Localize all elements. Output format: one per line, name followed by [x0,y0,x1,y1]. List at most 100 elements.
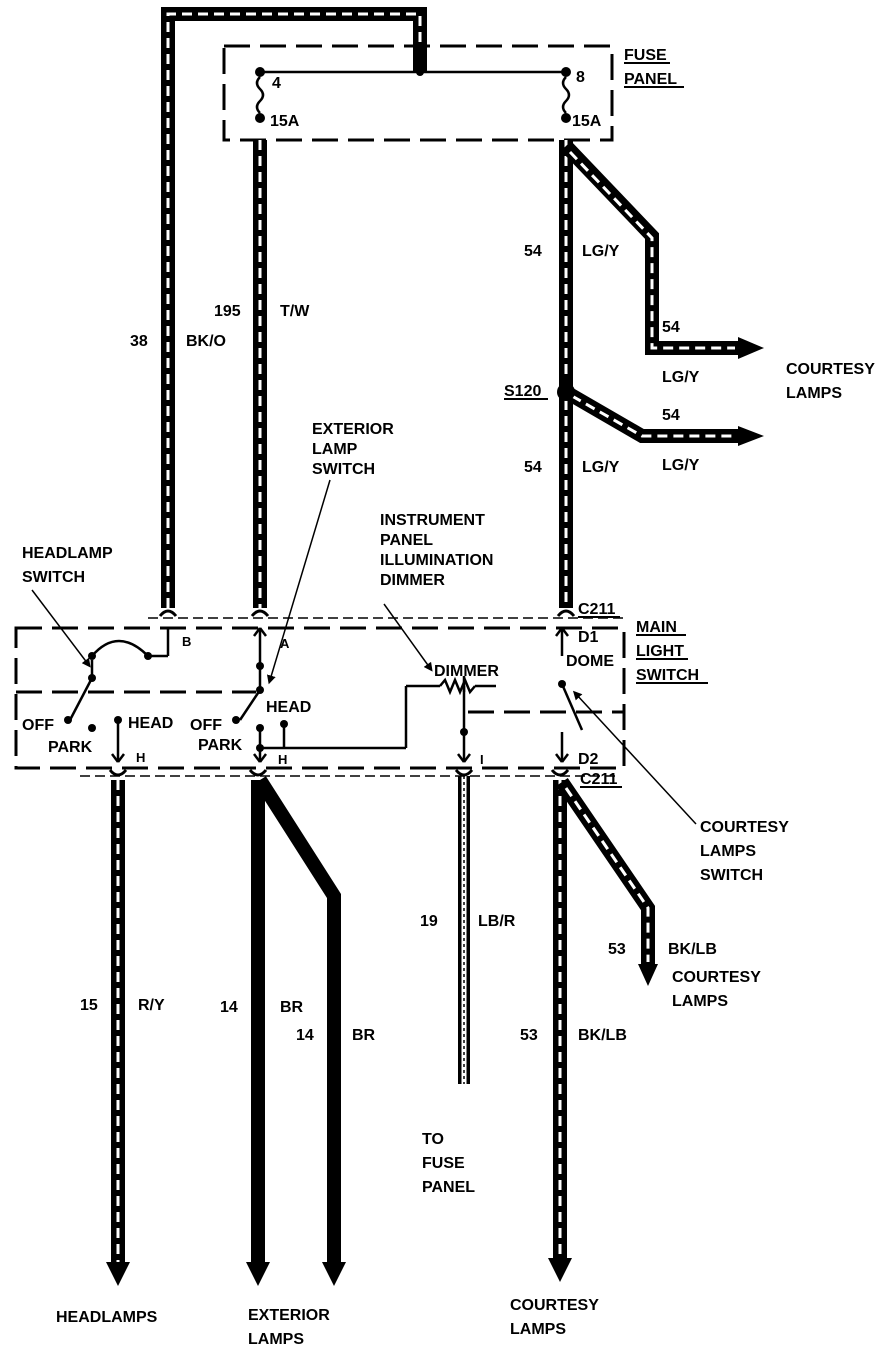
w54-branch2-color: LG/Y [662,457,700,474]
w54-top-color: LG/Y [582,243,620,260]
w53-branch-num: 53 [608,941,626,958]
fuse-8 [561,67,571,123]
connector-top-label: C211 [578,601,615,618]
w53-color: BK/LB [578,1027,627,1044]
w14b-color: BR [352,1027,376,1044]
connector-h-left-cap-icon [108,769,128,777]
arrow-exterior-a-icon [246,1262,270,1286]
wire-14-b [254,776,346,1286]
callout-headlamp-switch: HEADLAMP SWITCH [22,545,113,668]
connector-a-cap-icon [250,609,270,617]
wire-14-a [246,780,270,1286]
pin-d1: D1 [578,629,599,646]
callout-ip-dimmer-line1: INSTRUMENT [380,512,485,529]
w14a-color: BR [280,999,304,1016]
fuse-4 [255,67,265,123]
head-right-label: HEAD [266,699,311,716]
main-light-switch-border [14,626,626,770]
main-light-switch-title-1: MAIN [636,619,677,636]
fuse-4-symbol-icon [255,76,265,114]
fuse-8-symbol-icon [561,76,571,114]
dest-to-fuse-1: TO [422,1131,444,1148]
pin-d2: D2 [578,751,599,768]
arrow-courtesy-mid-icon [638,964,658,986]
callout-ip-dimmer-line2: PANEL [380,532,433,549]
connector-d2-cap-icon [550,769,570,777]
w14a-num: 14 [220,999,238,1016]
fuse-left-number: 4 [272,75,281,92]
w54-mid-color: LG/Y [582,459,620,476]
dest-exterior-1: EXTERIOR [248,1307,330,1324]
callout-courtesy-switch: COURTESY LAMPS SWITCH [572,690,789,884]
dest-to-fuse-2: FUSE [422,1155,465,1172]
off-right-label: OFF [190,717,222,734]
off-left-label: OFF [22,717,54,734]
fuse-left-rating: 15A [270,113,300,130]
dimmer-label: DIMMER [434,663,499,680]
dest-headlamps: HEADLAMPS [56,1309,158,1326]
callout-exterior-line3: SWITCH [312,461,375,478]
arrow-headlamps-icon [106,1262,130,1286]
callout-headlamp-switch-line2: SWITCH [22,569,85,586]
destinations: COURTESY LAMPS COURTESY LAMPS TO FUSE PA… [56,361,875,1346]
w54-branch1-color: LG/Y [662,369,700,386]
callout-exterior-leader [266,479,331,685]
w53-num: 53 [520,1027,538,1044]
connector-b-cap-icon [158,609,178,617]
callout-ip-dimmer-leader [383,603,433,672]
wire-54-branch-lower [562,385,764,446]
pin-a: A [280,636,290,651]
w38-num: 38 [130,333,148,350]
splice-label: S120 [504,383,541,400]
exterior-switch-blade [238,689,262,721]
callout-ip-dimmer-line3: ILLUMINATION [380,552,493,569]
pin-b: B [182,634,191,649]
w195-num: 195 [214,303,241,320]
dest-courtesy-bottom-1: COURTESY [510,1297,599,1314]
connector-bottom-label: C211 [580,771,617,788]
connector-i-cap-icon [454,769,474,777]
fuse-panel-title-1: FUSE [624,47,667,64]
park-left-label: PARK [48,739,93,756]
wire-labels: 38 BK/O 195 T/W 54 LG/Y 54 LG/Y 54 LG/Y … [80,243,717,1044]
splice-s120 [557,383,575,401]
arrow-exterior-b-icon [322,1262,346,1286]
dest-to-fuse-3: PANEL [422,1179,475,1196]
pin-i: I [480,752,484,767]
callout-courtesy-switch-leader [572,690,697,825]
connector-h-right-cap-icon [248,769,268,777]
fuse-right-number: 8 [576,69,585,86]
fuse-panel: 4 15A 8 15A FUSE PANEL [222,44,684,142]
w53-branch-color: BK/LB [668,941,717,958]
dest-courtesy-mid-2: LAMPS [672,993,728,1010]
park-right-label: PARK [198,737,243,754]
dest-exterior-2: LAMPS [248,1331,304,1346]
dest-courtesy-top-1: COURTESY [786,361,875,378]
arrow-courtesy-upper-icon [738,337,764,359]
callout-ip-dimmer-line4: DIMMER [380,572,445,589]
w15-color: R/Y [138,997,165,1014]
pin-h-right: H [278,752,287,767]
w19-num: 19 [420,913,438,930]
headlamp-switch-blade [68,677,94,721]
wire-38 [161,7,427,608]
courtesy-switch-blade [560,683,584,731]
callout-exterior-lamp-switch: EXTERIOR LAMP SWITCH [266,421,394,685]
main-light-switch-title-3: SWITCH [636,667,699,684]
arrow-courtesy-lower-icon [738,426,764,446]
fuse-panel-title-2: PANEL [624,71,677,88]
wire-53-branch [556,778,658,986]
dest-courtesy-bottom-2: LAMPS [510,1321,566,1338]
w15-num: 15 [80,997,98,1014]
callout-headlamp-switch-line1: HEADLAMP [22,545,113,562]
callout-courtesy-switch-line1: COURTESY [700,819,789,836]
callout-ip-dimmer: INSTRUMENT PANEL ILLUMINATION DIMMER [380,512,493,672]
fuse-right-rating: 15A [572,113,602,130]
wire-15 [106,780,130,1286]
arrow-courtesy-bottom-icon [548,1258,572,1282]
callout-exterior-line1: EXTERIOR [312,421,394,438]
pin-h-left: H [136,750,145,765]
dome-label: DOME [566,653,614,670]
w54-top-num: 54 [524,243,542,260]
